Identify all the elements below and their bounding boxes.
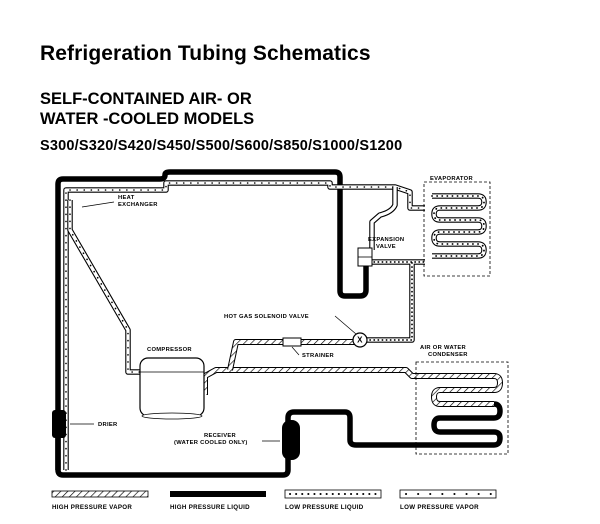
legend: HIGH PRESSURE VAPOR HIGH PRESSURE LIQUID…: [51, 489, 497, 511]
receiver-label-1: RECEIVER: [204, 433, 237, 439]
strainer: [282, 337, 302, 347]
evaporator: [423, 181, 491, 277]
hot-gas-solenoid-valve-label: HOT GAS SOLENOID VALVE: [224, 314, 309, 320]
strainer-label: STRAINER: [302, 353, 335, 359]
compressor: [139, 357, 205, 420]
strainer-leader: [291, 346, 300, 356]
low-pressure-vapor-lines: [63, 180, 426, 471]
receiver: [282, 420, 300, 460]
condenser: [415, 361, 509, 455]
low-pressure-liquid-lines: [365, 259, 426, 343]
evaporator-label: EVAPORATOR: [430, 176, 473, 182]
heat-exchanger-leader: [81, 201, 115, 208]
drier: [52, 410, 66, 438]
legend-label: HIGH PRESSURE LIQUID: [170, 504, 250, 511]
page-subtitle: SELF-CONTAINED AIR- OR WATER -COOLED MOD…: [40, 89, 360, 129]
liquid-line-top: [55, 169, 369, 470]
heat-exchanger-label-2: EXCHANGER: [118, 202, 158, 208]
high-pressure-liquid-lines: [55, 169, 420, 478]
valve-symbol: X: [357, 336, 363, 345]
high-pressure-vapor-lines: [202, 339, 432, 395]
subtitle-line-1: SELF-CONTAINED AIR- OR: [40, 90, 252, 108]
expansion-valve-label-1: EXPANSION: [368, 237, 404, 243]
model-list: S300/S320/S420/S450/S500/S600/S850/S1000…: [40, 138, 403, 154]
page-title: Refrigeration Tubing Schematics: [40, 42, 371, 65]
legend-item-low-pressure-vapor: LOW PRESSURE VAPOR: [399, 489, 497, 511]
legend-label: LOW PRESSURE LIQUID: [285, 504, 364, 511]
heat-exchanger-label-1: HEAT: [118, 195, 135, 201]
legend-label: LOW PRESSURE VAPOR: [400, 504, 479, 511]
expansion-valve: [357, 247, 373, 267]
solenoid-leader: [334, 315, 357, 335]
drier-label: DRIER: [98, 422, 118, 428]
legend-item-high-pressure-vapor: HIGH PRESSURE VAPOR: [51, 490, 149, 511]
condenser-label-1: AIR OR WATER: [420, 345, 467, 351]
receiver-label-2: (WATER COOLED ONLY): [174, 440, 248, 446]
legend-item-high-pressure-liquid: HIGH PRESSURE LIQUID: [170, 491, 266, 511]
liquid-line-bottom: [55, 409, 420, 478]
expansion-valve-label-2: VALVE: [376, 244, 396, 250]
legend-item-low-pressure-liquid: LOW PRESSURE LIQUID: [284, 489, 382, 511]
hot-gas-solenoid-valve: X: [352, 332, 368, 348]
condenser-label-2: CONDENSER: [428, 352, 468, 358]
compressor-label: COMPRESSOR: [147, 347, 192, 353]
subtitle-line-2: WATER -COOLED MODELS: [40, 110, 255, 128]
legend-label: HIGH PRESSURE VAPOR: [52, 504, 132, 511]
